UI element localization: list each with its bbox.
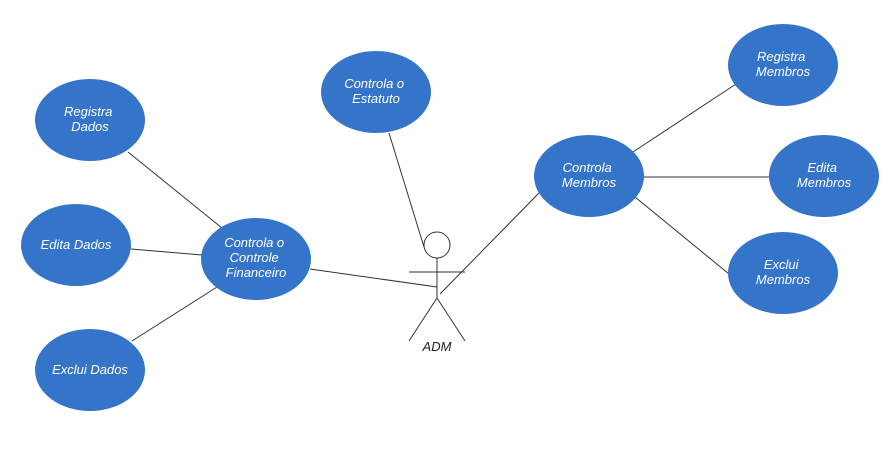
use-case-exclui-membros: Exclui Membros (728, 232, 838, 314)
use-case-label: Membros (756, 272, 811, 287)
use-case-label: Exclui Dados (52, 362, 128, 377)
use-case-label: Dados (71, 119, 109, 134)
link-exclui-dados (131, 286, 218, 342)
use-case-controle-financeiro: Controla o Controle Financeiro (201, 218, 311, 300)
actor-left-leg (408, 297, 438, 342)
use-case-edita-membros: Edita Membros (769, 135, 879, 217)
svg-text:Exclui Membros: Exclui Membros (756, 257, 811, 287)
use-case-label: Edita Dados (41, 237, 112, 252)
use-case-exclui-dados: Exclui Dados (35, 329, 145, 411)
use-case-label: Registra (64, 104, 112, 119)
use-case-label: Controla o (344, 76, 404, 91)
use-case-label: Edita (807, 160, 837, 175)
use-case-controla-membros: Controla Membros (534, 135, 644, 217)
svg-text:Edita Dados: Edita Dados (41, 237, 112, 252)
connectors (127, 83, 769, 342)
svg-text:Controla o Estatuto: Controla o Estatuto (344, 76, 408, 106)
svg-text:Controla Membros: Controla Membros (562, 160, 617, 190)
link-estatuto-actor (388, 132, 425, 248)
svg-text:Exclui Dados: Exclui Dados (52, 362, 128, 377)
svg-text:Edita Membros: Edita Membros (797, 160, 852, 190)
link-exclui-membros (634, 196, 730, 275)
link-financeiro-actor (309, 268, 438, 288)
link-registra-membros (632, 83, 737, 153)
use-case-registra-dados: Registra Dados (35, 79, 145, 161)
svg-text:Registra Dados: Registra Dados (64, 104, 116, 134)
link-edita-dados (130, 248, 203, 256)
use-case-label: Financeiro (226, 265, 287, 280)
use-case-label: Controla (563, 160, 612, 175)
use-case-label: Controle (230, 250, 279, 265)
svg-text:Controla o Controle: Controla o Controle Financeiro (224, 235, 288, 280)
use-case-label: Registra (757, 49, 805, 64)
actor-right-leg (436, 297, 466, 342)
use-case-label: Estatuto (352, 91, 400, 106)
link-membros-actor (439, 192, 540, 295)
use-case-label: Membros (562, 175, 617, 190)
actor-label: ADM (422, 339, 452, 354)
use-case-label: Exclui (764, 257, 800, 272)
use-case-label: Membros (797, 175, 852, 190)
use-case-controla-estatuto: Controla o Estatuto (321, 51, 431, 133)
use-case-registra-membros: Registra Membros (728, 24, 838, 106)
actor-adm: ADM (408, 231, 466, 354)
svg-text:Registra Membros: Registra Membros (756, 49, 811, 79)
use-case-label: Controla o (224, 235, 284, 250)
use-case-label: Membros (756, 64, 811, 79)
actor-head (423, 231, 451, 259)
link-registra-dados (127, 151, 223, 229)
use-case-edita-dados: Edita Dados (21, 204, 131, 286)
